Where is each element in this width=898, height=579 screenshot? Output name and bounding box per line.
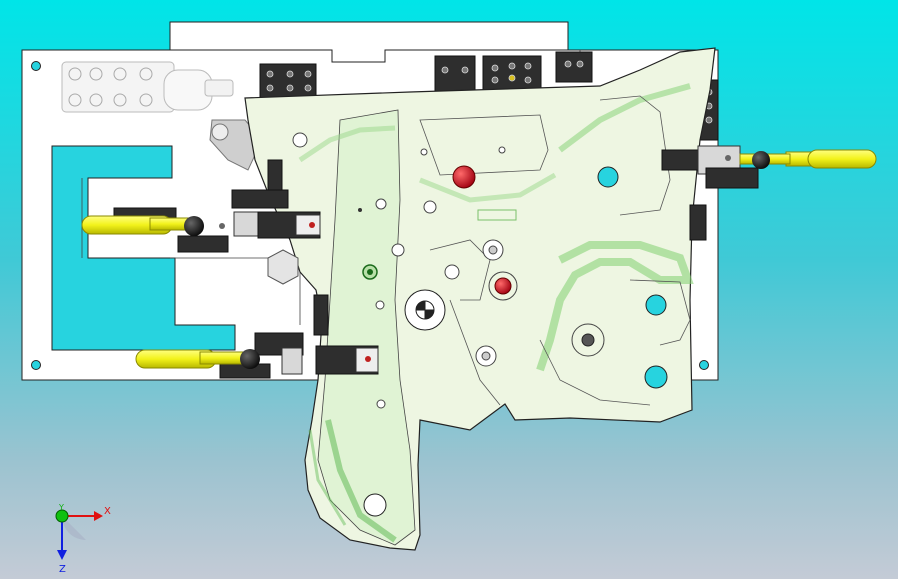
clamp-middle-left[interactable]: [81, 159, 321, 253]
clamp-bottom-left[interactable]: [135, 294, 379, 379]
locator-pin[interactable]: [452, 165, 518, 301]
clamp-right[interactable]: [661, 145, 877, 189]
axis-triad-icon: X Y Z: [55, 503, 111, 575]
main-part[interactable]: [244, 47, 716, 551]
connector-block[interactable]: [61, 61, 263, 171]
triad-z-label: Z: [59, 564, 66, 575]
triad-y-label: Y: [58, 503, 64, 512]
triad-x-label: X: [104, 506, 111, 517]
